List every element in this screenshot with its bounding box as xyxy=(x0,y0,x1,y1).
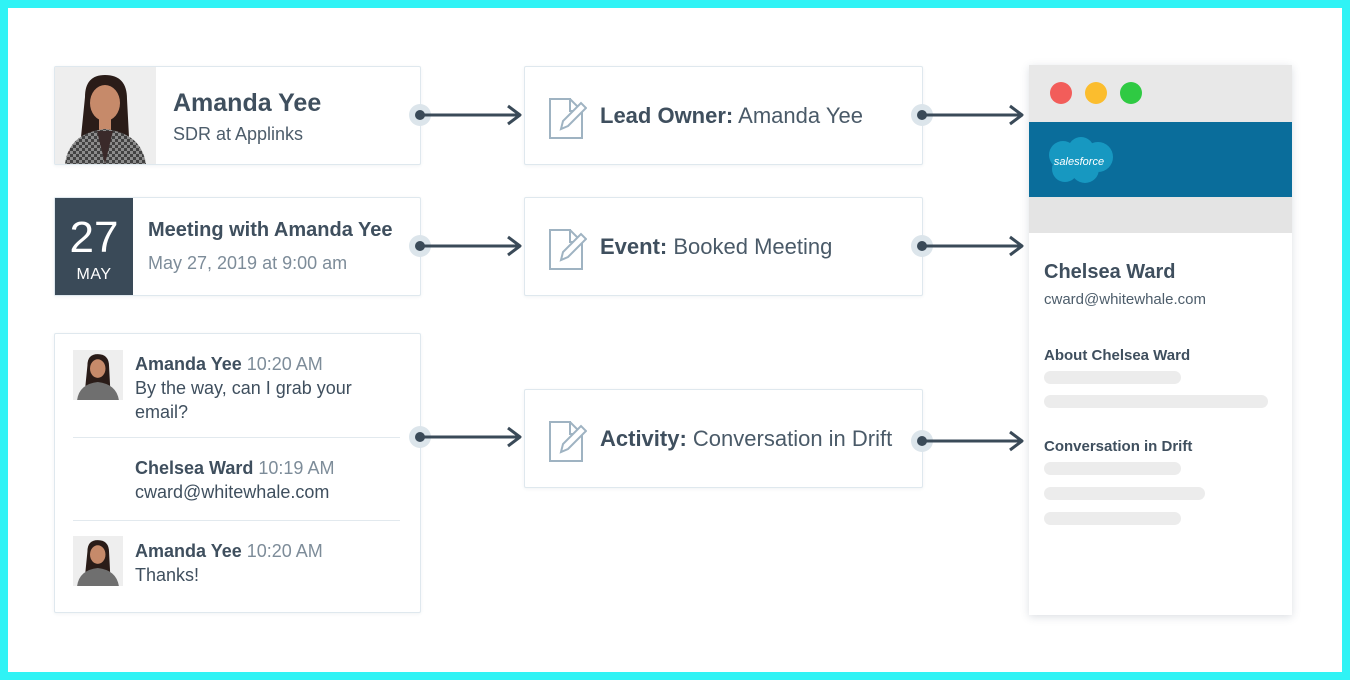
profile-card: Amanda Yee SDR at Applinks xyxy=(54,66,421,165)
field-label: Activity: xyxy=(600,426,687,451)
document-edit-icon xyxy=(549,229,587,270)
arrow-right-icon xyxy=(408,103,526,127)
calendar-day: 27 xyxy=(69,213,119,262)
message-text: cward@whitewhale.com xyxy=(135,482,330,502)
message-time: 10:20 AM xyxy=(246,541,323,561)
lead-owner-text: Lead Owner: Amanda Yee xyxy=(600,103,863,129)
activity-text: Activity: Conversation in Drift xyxy=(600,426,892,452)
arrow-right-icon xyxy=(910,234,1028,258)
divider xyxy=(73,520,400,521)
message-text: Thanks! xyxy=(135,565,200,585)
close-window-button[interactable] xyxy=(1050,82,1072,104)
salesforce-subbar xyxy=(1029,197,1292,233)
profile-name: Amanda Yee xyxy=(173,89,322,117)
chat-card: Amanda Yee 10:20 AM By the way, can I gr… xyxy=(54,333,421,613)
diagram-canvas: Amanda Yee SDR at Applinks 27 MAY Meetin… xyxy=(8,8,1342,672)
message-time: 10:19 AM xyxy=(258,458,335,478)
document-edit-icon xyxy=(549,98,587,139)
message-text: email? xyxy=(135,402,189,422)
avatar xyxy=(73,350,123,400)
message-time: 10:20 AM xyxy=(246,354,323,374)
profile-role: SDR at Applinks xyxy=(173,124,304,144)
event-card: Event: Booked Meeting xyxy=(524,197,923,296)
placeholder-line xyxy=(1044,512,1181,525)
placeholder-line xyxy=(1044,371,1181,384)
divider xyxy=(73,437,400,438)
placeholder-line xyxy=(1044,395,1268,408)
lead-owner-card: Lead Owner: Amanda Yee xyxy=(524,66,923,165)
arrow-right-icon xyxy=(910,103,1028,127)
message-author: Amanda Yee xyxy=(135,541,242,561)
calendar-date: 27 MAY xyxy=(55,198,133,295)
meeting-card: 27 MAY Meeting with Amanda Yee May 27, 2… xyxy=(54,197,421,296)
message-author: Chelsea Ward xyxy=(135,458,254,478)
field-value: Conversation in Drift xyxy=(692,426,893,451)
window-titlebar xyxy=(1029,65,1292,122)
field-label: Event: xyxy=(600,234,668,259)
maximize-window-button[interactable] xyxy=(1120,82,1142,104)
document-edit-icon xyxy=(549,421,587,462)
meeting-title: Meeting with Amanda Yee xyxy=(148,219,393,241)
section-heading: About Chelsea Ward xyxy=(1044,347,1191,364)
arrow-right-icon xyxy=(910,429,1028,453)
event-text: Event: Booked Meeting xyxy=(600,234,832,260)
placeholder-line xyxy=(1044,462,1181,475)
contact-email: cward@whitewhale.com xyxy=(1044,291,1206,308)
minimize-window-button[interactable] xyxy=(1085,82,1107,104)
field-value: Amanda Yee xyxy=(738,103,863,128)
message-author: Amanda Yee xyxy=(135,354,242,374)
contact-name: Chelsea Ward xyxy=(1044,261,1176,283)
arrow-right-icon xyxy=(408,425,526,449)
calendar-month: MAY xyxy=(76,266,112,283)
arrow-right-icon xyxy=(408,234,526,258)
meeting-time: May 27, 2019 at 9:00 am xyxy=(148,253,348,273)
salesforce-window: salesforce Chelsea Ward cward@whitewhale… xyxy=(1029,65,1292,615)
field-value: Booked Meeting xyxy=(673,234,833,259)
salesforce-logo-text: salesforce xyxy=(1054,156,1104,168)
salesforce-cloud-icon: salesforce xyxy=(1049,137,1113,183)
placeholder-line xyxy=(1044,487,1205,500)
avatar xyxy=(55,67,156,164)
field-label: Lead Owner: xyxy=(600,103,734,128)
salesforce-header: salesforce xyxy=(1029,122,1292,197)
avatar xyxy=(73,536,123,586)
activity-card: Activity: Conversation in Drift xyxy=(524,389,923,488)
section-heading: Conversation in Drift xyxy=(1044,438,1193,455)
message-text: By the way, can I grab your xyxy=(135,378,352,398)
